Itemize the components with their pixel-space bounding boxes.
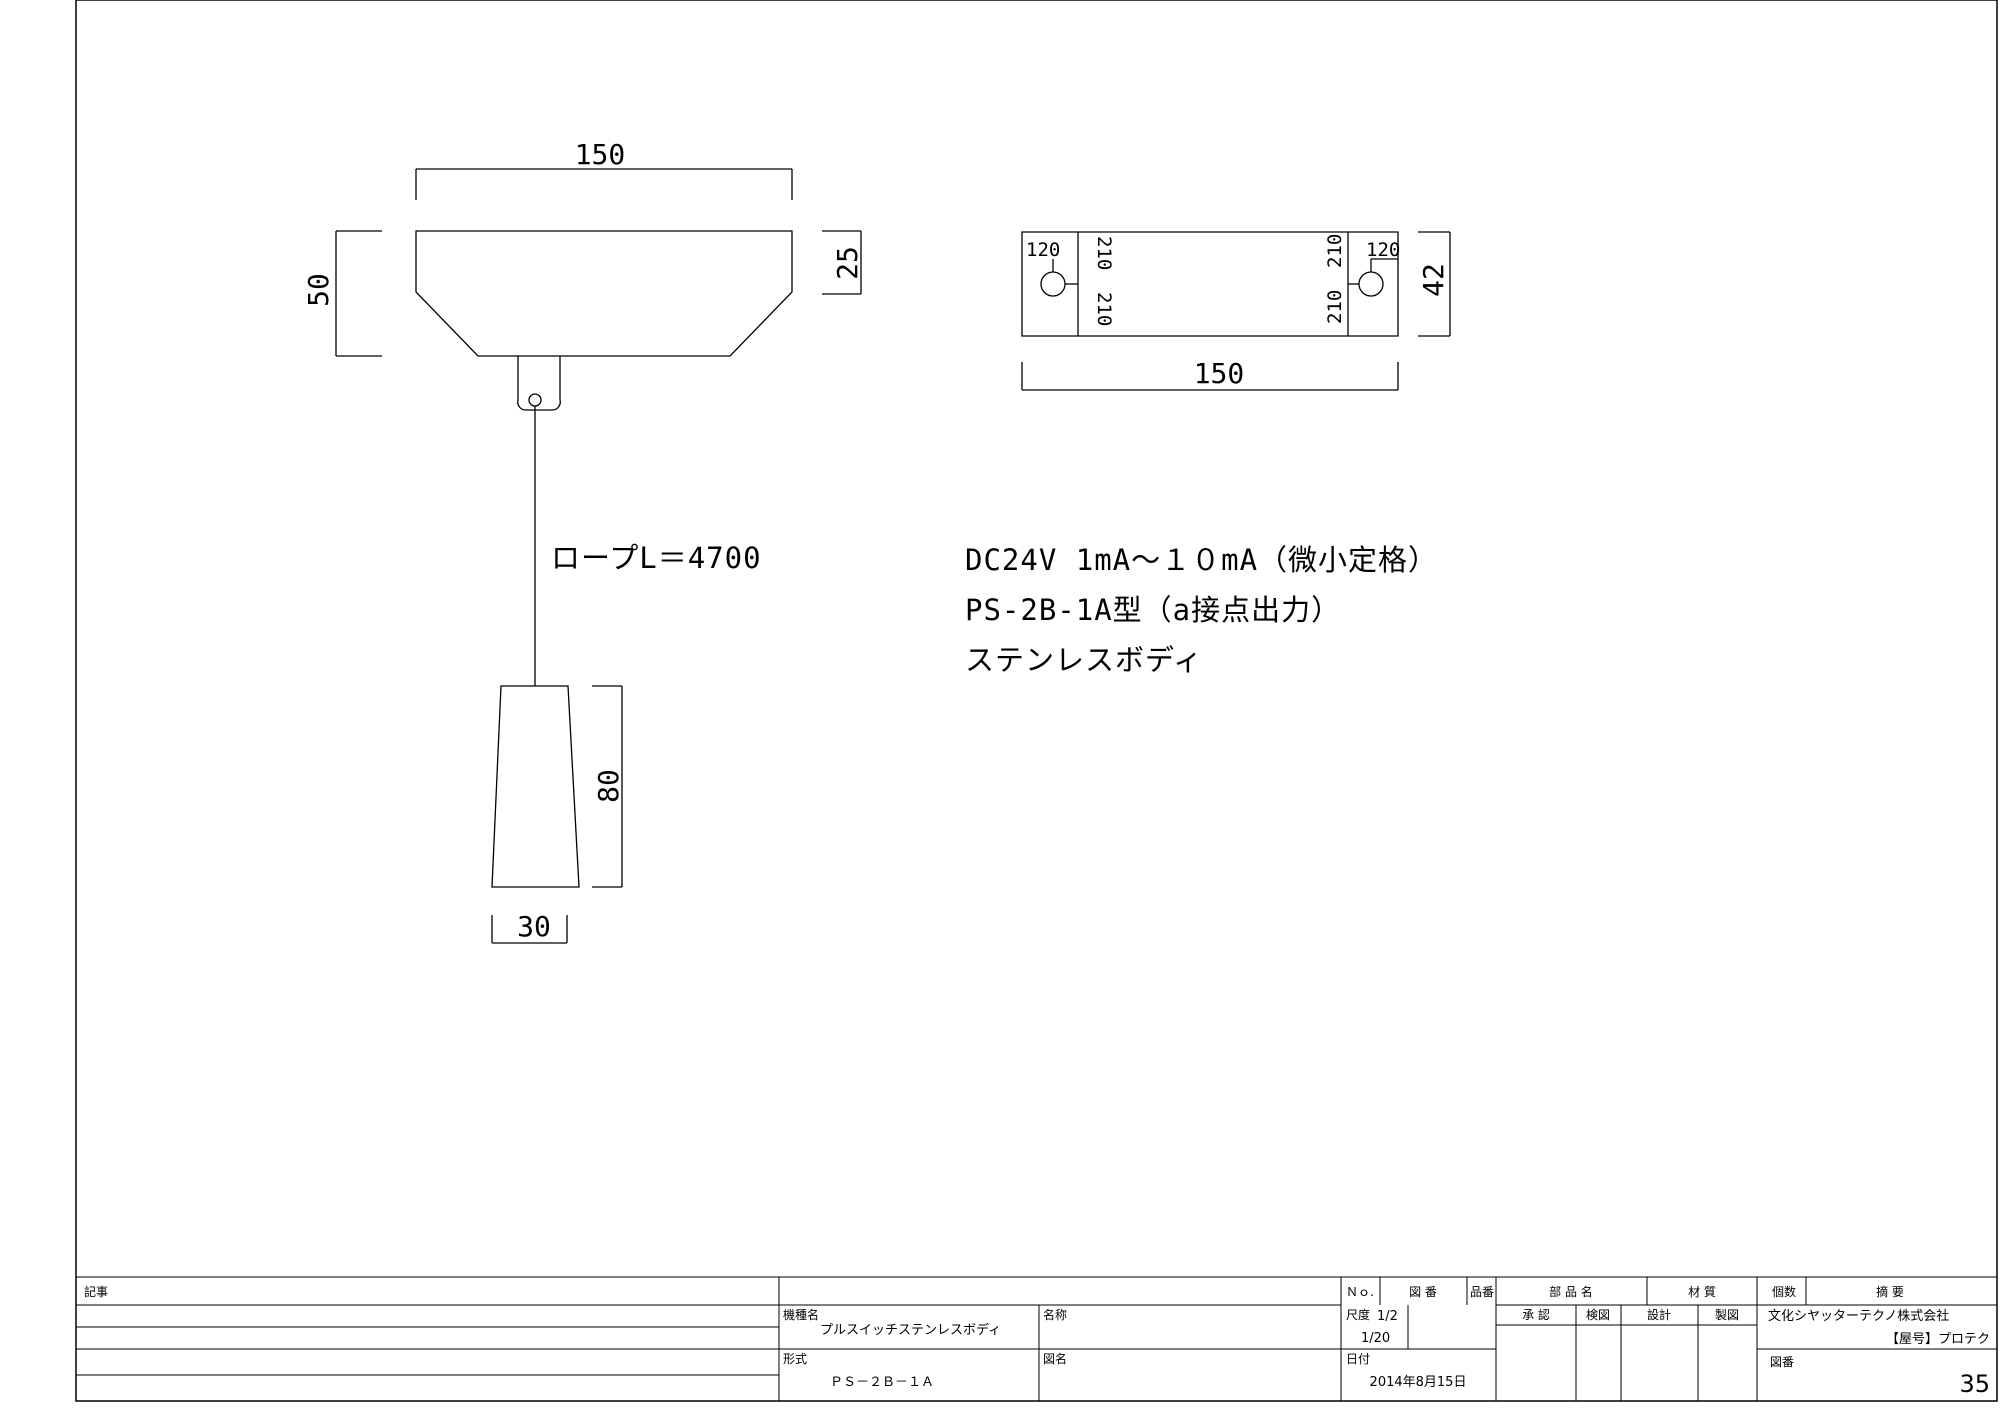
- spec-line-3: ステンレスボディ: [965, 643, 1203, 677]
- scale-label: 尺度: [1346, 1307, 1370, 1322]
- front-side-dim: 25: [831, 246, 864, 280]
- check-label: 検図: [1586, 1308, 1610, 1322]
- top-width-dim: 150: [1194, 357, 1245, 390]
- top-view: [1022, 232, 1450, 390]
- spec-line-1: DC24V 1mA～１０mA（微小定格）: [965, 543, 1438, 577]
- drawing-frame: [76, 0, 1997, 1401]
- rope-bracket: [518, 356, 561, 410]
- top-hole-right-v-bottom: 210: [1324, 290, 1346, 324]
- model-name-label: 機種名: [783, 1307, 819, 1322]
- material-label: 材 質: [1688, 1284, 1716, 1299]
- grip-height-dim: 80: [592, 769, 625, 803]
- top-hole-right-h: 120: [1366, 239, 1400, 261]
- model-name-value: プルスイッチステンレスボディ: [820, 1322, 1001, 1338]
- brand-name: 【屋号】プロテク: [1886, 1332, 1990, 1347]
- top-hole-left-v-top: 210: [1093, 236, 1115, 270]
- type-label: 形式: [783, 1352, 807, 1366]
- scale-value-1: 1/2: [1377, 1309, 1398, 1324]
- spec-line-2: PS-2B-1A型（a接点出力）: [965, 593, 1341, 627]
- bracket-hole: [529, 394, 541, 406]
- notes-label: 記事: [84, 1284, 108, 1299]
- top-hole-left-h: 120: [1026, 239, 1060, 261]
- mount-hole-right: [1359, 272, 1383, 296]
- company-name: 文化シヤッターテクノ株式会社: [1768, 1308, 1949, 1324]
- draw-label: 製図: [1715, 1308, 1739, 1322]
- drawing-no-label: 図 番: [1409, 1285, 1437, 1299]
- date-label: 日付: [1346, 1352, 1370, 1366]
- summary-label: 摘 要: [1876, 1284, 1904, 1299]
- front-view: [336, 169, 861, 943]
- front-height-dim: 50: [302, 273, 335, 307]
- part-no-label: 品番: [1470, 1285, 1494, 1299]
- date-value: 2014年8月15日: [1370, 1375, 1467, 1390]
- sheet-no-value: 35: [1959, 1370, 1990, 1398]
- sheet-no-label: 図番: [1770, 1355, 1794, 1369]
- title-block: [76, 1277, 1997, 1401]
- rope-length-label: ロープL＝4700: [551, 541, 762, 575]
- approve-label: 承 認: [1522, 1307, 1550, 1322]
- drawing-name-label: 図名: [1043, 1351, 1067, 1366]
- type-value: ＰＳ－２Ｂ－１Ａ: [830, 1375, 934, 1390]
- design-label: 設計: [1647, 1307, 1671, 1322]
- front-width-dim: 150: [575, 138, 626, 171]
- top-body-outline: [1022, 232, 1398, 336]
- scale-value-2: 1/20: [1361, 1331, 1390, 1346]
- mount-hole-left: [1041, 272, 1065, 296]
- top-hole-left-v-bottom: 210: [1093, 292, 1115, 326]
- pull-grip-outline: [492, 686, 579, 887]
- top-height-dim: 42: [1417, 263, 1450, 297]
- qty-label: 個数: [1772, 1284, 1796, 1299]
- top-hole-right-v-top: 210: [1324, 234, 1346, 268]
- grip-width-dim: 30: [517, 910, 551, 943]
- name-label: 名称: [1043, 1307, 1067, 1322]
- no-label: Ｎｏ.: [1346, 1285, 1374, 1299]
- switch-body-outline: [416, 231, 792, 356]
- part-name-label: 部 品 名: [1549, 1284, 1593, 1299]
